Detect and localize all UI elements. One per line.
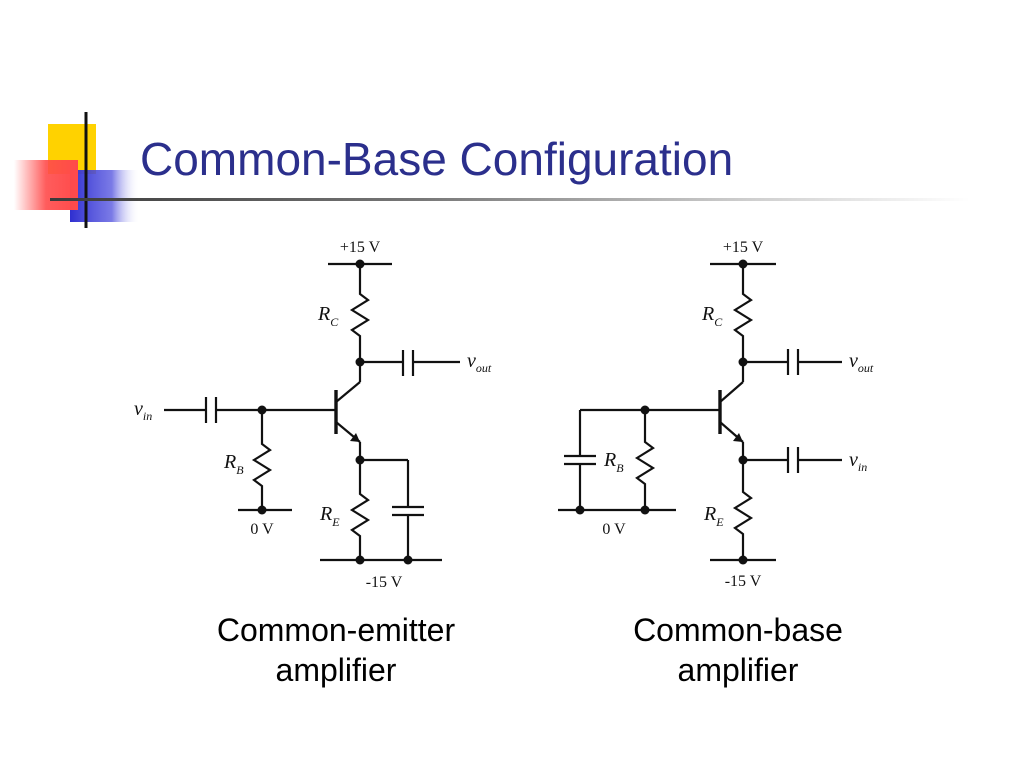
ce-ground-label: 0 V xyxy=(250,521,274,538)
cb-node-base xyxy=(640,405,650,415)
ce-supply-neg-label: -15 V xyxy=(366,574,403,591)
title-decoration xyxy=(14,112,140,228)
title-underline xyxy=(50,198,970,201)
cb-vin-label: vin xyxy=(849,449,867,474)
ce-rb-label: RB xyxy=(223,451,244,477)
ce-supply-pos-label: +15 V xyxy=(340,239,381,256)
slide-title: Common-Base Configuration xyxy=(140,133,734,185)
ce-node-collector xyxy=(355,357,365,367)
cb-supply-neg-label: -15 V xyxy=(725,573,762,590)
cb-emitter-arrow xyxy=(733,433,743,442)
ce-base-resistor xyxy=(251,438,273,492)
ce-caption-line-2: amplifier xyxy=(275,652,397,688)
ce-node-emitter xyxy=(355,455,365,465)
ce-re-label: RE xyxy=(319,503,340,529)
ce-node-supply xyxy=(355,259,365,269)
common-base-caption: Common-base amplifier xyxy=(558,610,918,690)
ce-collector-resistor xyxy=(349,288,371,342)
cb-caption-line-2: amplifier xyxy=(677,652,799,688)
cb-node-negative xyxy=(738,555,748,565)
cb-node-collector xyxy=(738,357,748,367)
cb-emitter-resistor xyxy=(732,486,754,540)
common-emitter-circuit: +15 V RC vout vin RB 0 V RE -15 V xyxy=(134,239,492,591)
ce-emitter-resistor xyxy=(349,488,371,542)
cb-base-resistor xyxy=(634,436,656,490)
cb-collector-resistor xyxy=(732,288,754,342)
cb-ground-label: 0 V xyxy=(602,521,626,538)
ce-rc-label: RC xyxy=(317,303,339,329)
ce-vin-label: vin xyxy=(134,398,152,423)
cb-re-label: RE xyxy=(703,503,724,529)
ce-emitter-arrow xyxy=(350,433,360,442)
ce-node-neg-right xyxy=(403,555,413,565)
ce-node-ground xyxy=(257,505,267,515)
cb-node-supply xyxy=(738,259,748,269)
cb-rb-label: RB xyxy=(603,449,624,475)
common-base-circuit: +15 V RC vout RB vin 0 V RE -15 V xyxy=(558,239,874,590)
cb-node-ground-left xyxy=(575,505,585,515)
deco-blue-square xyxy=(70,170,140,222)
cb-transistor-collector xyxy=(719,381,744,403)
cb-vout-label: vout xyxy=(849,350,874,375)
cb-rc-label: RC xyxy=(701,303,723,329)
cb-node-emitter xyxy=(738,455,748,465)
common-emitter-caption: Common-emitter amplifier xyxy=(156,610,516,690)
cb-node-ground-right xyxy=(640,505,650,515)
ce-node-base xyxy=(257,405,267,415)
deco-red-square xyxy=(14,160,78,210)
ce-caption-line-1: Common-emitter xyxy=(216,612,456,648)
ce-vout-label: vout xyxy=(467,350,492,375)
ce-transistor-collector xyxy=(335,381,361,403)
cb-caption-line-1: Common-base xyxy=(633,612,843,648)
ce-node-neg-left xyxy=(355,555,365,565)
cb-supply-pos-label: +15 V xyxy=(723,239,764,256)
